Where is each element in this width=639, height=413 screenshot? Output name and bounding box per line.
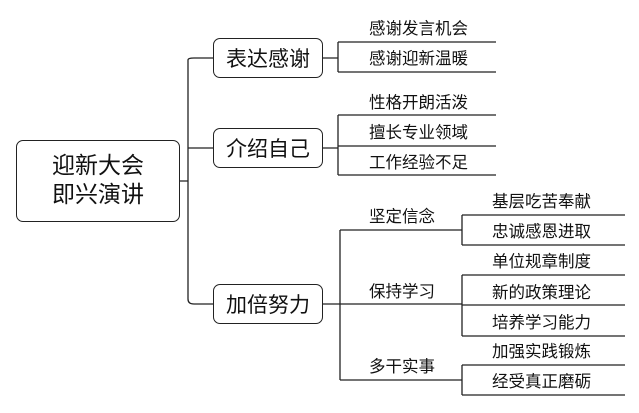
connector-group-3 [461,364,625,396]
connector-branch-3 [323,229,462,381]
leaf-introduce-2: 擅长专业领域 [369,123,468,142]
branch-node-effort: 加倍努力 [213,284,323,324]
connector-branch-1 [323,41,496,73]
connector-branch-2 [323,114,496,176]
leaf-introduce-1: 性格开朗活泼 [369,93,468,112]
branch-node-introduce: 介绍自己 [213,128,323,168]
leaf-thanks-1: 感谢发言机会 [369,19,468,38]
connector-root-trunk [180,57,213,305]
root-node: 迎新大会 即兴演讲 [16,140,180,222]
branch-node-thanks: 表达感谢 [213,38,323,78]
leaf-study-3: 培养学习能力 [492,313,591,332]
group-label-study: 保持学习 [369,282,435,301]
leaf-study-2: 新的政策理论 [492,283,591,302]
leaf-practice-2: 经受真正磨砺 [492,372,591,391]
connector-group-2 [461,274,625,337]
root-title-line2: 即兴演讲 [52,182,144,208]
group-label-practice: 多干实事 [369,357,435,376]
group-label-faith: 坚定信念 [369,207,435,226]
leaf-thanks-2: 感谢迎新温暖 [369,49,468,68]
leaf-introduce-3: 工作经验不足 [369,153,468,172]
leaf-practice-1: 加强实践锻炼 [492,342,591,361]
leaf-faith-2: 忠诚感恩进取 [492,222,591,241]
root-title-line1: 迎新大会 [52,153,144,179]
leaf-study-1: 单位规章制度 [492,252,591,271]
connector-group-1 [461,214,625,246]
leaf-faith-1: 基层吃苦奉献 [492,192,591,211]
